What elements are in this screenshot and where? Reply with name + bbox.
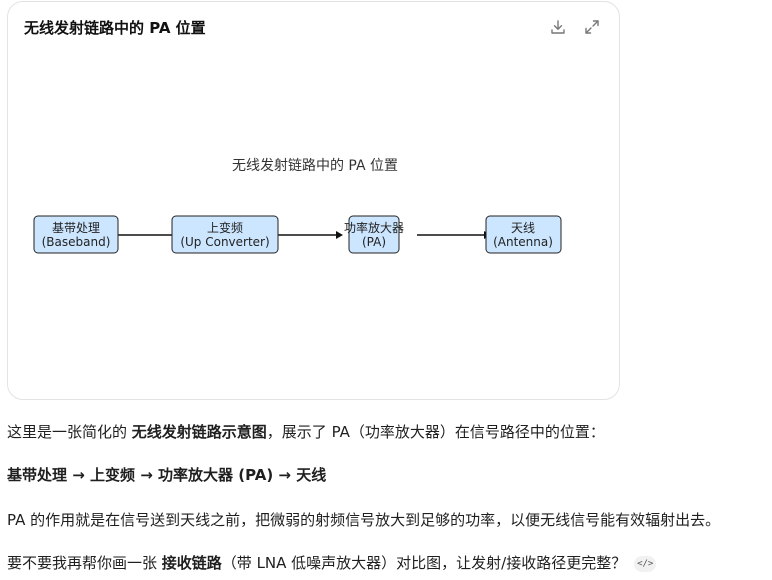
p4-bold: 接收链路 [161,554,222,572]
expand-icon[interactable] [581,16,603,38]
node-antenna-line1: 天线 [511,221,535,235]
message-paragraph-3: PA 的作用就是在信号送到天线之前，把微弱的射频信号放大到足够的功率，以便无线信… [7,511,721,529]
node-pa: 功率放大器 (PA) [344,215,404,254]
message-paragraph-2: 基带处理 → 上变频 → 功率放大器 (PA) → 天线 [7,464,326,485]
p1-pre: 这里是一张简化的 [7,423,132,441]
diagram-title: 无线发射链路中的 PA 位置 [232,158,398,174]
arrow-2-head [336,231,343,239]
p2-bold: 基带处理 → 上变频 → 功率放大器 (PA) → 天线 [7,466,327,484]
node-baseband-line1: 基带处理 [52,221,100,235]
card-actions [547,16,603,38]
message-paragraph-1: 这里是一张简化的 无线发射链路示意图，展示了 PA（功率放大器）在信号路径中的位… [7,421,605,442]
p4-post: （带 LNA 低噪声放大器）对比图，让发射/接收路径更完整？ [221,554,627,572]
node-up-converter-line2: (Up Converter) [180,235,269,249]
tx-chain-diagram: 无线发射链路中的 PA 位置 基带处理 (Baseband) 上变频 (Up C… [33,158,562,254]
node-baseband-line2: (Baseband) [42,235,111,249]
p1-post: ，展示了 PA（功率放大器）在信号路径中的位置： [266,423,605,441]
node-baseband: 基带处理 (Baseband) [33,215,119,254]
code-icon[interactable]: </> [634,555,657,572]
node-antenna-line2: (Antenna) [493,235,553,249]
node-up-converter: 上变频 (Up Converter) [171,215,279,254]
node-up-converter-line1: 上变频 [207,220,243,235]
p1-bold: 无线发射链路示意图 [131,423,267,441]
message-paragraph-4: 要不要我再帮你画一张 接收链路（带 LNA 低噪声放大器）对比图，让发射/接收路… [7,552,657,573]
node-pa-line1: 功率放大器 [344,220,404,235]
node-pa-line2: (PA) [362,235,386,249]
node-antenna: 天线 (Antenna) [485,215,562,254]
p4-pre: 要不要我再帮你画一张 [7,554,162,572]
card-title: 无线发射链路中的 PA 位置 [24,19,206,37]
download-icon[interactable] [547,16,569,38]
image-card: 无线发射链路中的 PA 位置 无线发射链路中的 PA 位置 基带处理 [7,1,620,400]
